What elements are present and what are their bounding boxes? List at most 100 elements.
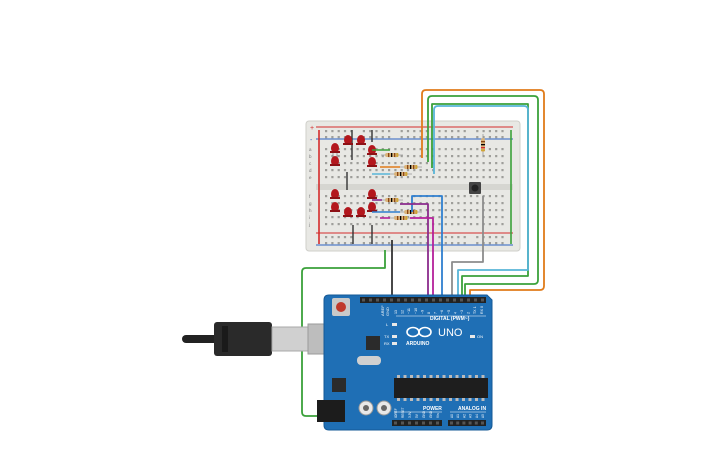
green-wire-pin3[interactable]	[427, 95, 539, 300]
led-label-tx: TX	[384, 334, 389, 339]
led[interactable]	[367, 189, 377, 199]
header-pin[interactable]	[467, 298, 470, 302]
resistor[interactable]	[400, 210, 422, 214]
resistor[interactable]	[381, 198, 403, 202]
power-pin[interactable]	[401, 421, 404, 425]
breadboard-hole	[356, 223, 359, 226]
resistor[interactable]	[400, 165, 422, 169]
resistor[interactable]	[390, 216, 412, 220]
magenta-wire-pin9[interactable]	[410, 217, 434, 300]
power-pin[interactable]	[408, 421, 411, 425]
digital-pin-label: 4	[453, 312, 457, 314]
breadboard-hole	[482, 176, 485, 179]
breadboard-hole	[451, 148, 454, 151]
analog-pin-label: A2	[462, 414, 466, 418]
header-pin[interactable]	[481, 298, 484, 302]
resistor[interactable]	[481, 134, 485, 156]
power-pin[interactable]	[436, 421, 439, 425]
led[interactable]	[343, 207, 353, 217]
led[interactable]	[330, 189, 340, 199]
led[interactable]	[356, 135, 366, 145]
digital-header[interactable]	[360, 297, 486, 303]
green-wire-5v[interactable]	[301, 250, 404, 417]
breadboard-hole	[476, 236, 479, 239]
header-pin[interactable]	[474, 298, 477, 302]
breadboard-hole	[406, 155, 410, 158]
breadboard-hole	[369, 236, 372, 239]
header-pin[interactable]	[362, 298, 365, 302]
purple-wire-pin8[interactable]	[400, 203, 429, 300]
header-pin[interactable]	[383, 298, 386, 302]
analog-pin[interactable]	[450, 421, 453, 425]
push-button[interactable]	[469, 182, 481, 194]
breadboard-hole	[337, 130, 340, 133]
header-pin[interactable]	[453, 298, 456, 302]
breadboard-hole	[362, 242, 365, 245]
reset-button[interactable]	[332, 298, 350, 316]
breadboard-hole	[438, 202, 441, 205]
breadboard-hole	[488, 216, 491, 219]
power-jack[interactable]	[317, 400, 345, 422]
breadboard-hole	[343, 176, 347, 179]
led[interactable]	[330, 156, 340, 166]
analog-header[interactable]	[448, 420, 486, 426]
breadboard-hole	[356, 169, 359, 172]
header-pin[interactable]	[439, 298, 442, 302]
analog-pin[interactable]	[468, 421, 472, 425]
header-pin[interactable]	[369, 298, 372, 302]
analog-pin[interactable]	[456, 421, 460, 425]
power-pin-label: 5V	[415, 413, 419, 418]
chip-pin	[442, 375, 446, 378]
power-pin[interactable]	[415, 421, 418, 425]
header-pin[interactable]	[432, 298, 435, 302]
breadboard-hole	[394, 162, 397, 165]
analog-pin[interactable]	[474, 421, 478, 425]
header-pin[interactable]	[446, 298, 449, 302]
cyan-wire-pin4[interactable]	[433, 105, 529, 300]
led[interactable]	[356, 207, 366, 217]
breadboard-hole	[356, 176, 359, 179]
led[interactable]	[367, 202, 377, 212]
breadboard-hole	[419, 236, 422, 239]
orange-wire-pin2[interactable]	[421, 89, 545, 300]
header-pin[interactable]	[460, 298, 463, 302]
row-letters: a b c d e f g h i j	[308, 147, 312, 227]
breadboard-hole	[369, 242, 372, 245]
header-pin[interactable]	[397, 298, 400, 302]
breadboard-hole	[451, 169, 454, 172]
breadboard-jumpers	[372, 149, 400, 219]
breadboard-hole	[331, 169, 334, 172]
power-pin-label: 3.3V	[408, 411, 412, 418]
breadboard-hole	[444, 148, 447, 151]
breadboard-hole	[400, 242, 403, 245]
breadboard-hole	[425, 162, 428, 165]
header-pin[interactable]	[376, 298, 379, 302]
power-pin[interactable]	[422, 421, 425, 425]
header-pin[interactable]	[390, 298, 393, 302]
analog-pin[interactable]	[481, 421, 484, 425]
grey-wire-button[interactable]	[451, 196, 484, 300]
breadboard-hole	[331, 242, 334, 245]
header-pin[interactable]	[404, 298, 407, 302]
led[interactable]	[330, 202, 340, 212]
header-pin[interactable]	[418, 298, 421, 302]
breadboard-hole	[476, 209, 479, 212]
breadboard[interactable]: + - a b c d e f g h i j	[305, 120, 521, 252]
led[interactable]	[343, 135, 353, 145]
header-pin[interactable]	[411, 298, 414, 302]
breadboard-hole	[400, 169, 403, 172]
breadboard-hole	[495, 242, 498, 245]
power-pin[interactable]	[429, 421, 432, 425]
breadboard-hole	[425, 242, 428, 245]
chip-pin	[462, 375, 465, 378]
power-pin[interactable]	[394, 421, 397, 425]
resistor[interactable]	[390, 172, 412, 176]
header-pin[interactable]	[425, 298, 428, 302]
resistor[interactable]	[381, 153, 403, 157]
breadboard-hole	[495, 236, 498, 239]
led[interactable]	[367, 157, 377, 167]
breadboard-hole	[451, 130, 454, 133]
breadboard-hole	[413, 242, 416, 245]
analog-pin[interactable]	[462, 421, 466, 425]
